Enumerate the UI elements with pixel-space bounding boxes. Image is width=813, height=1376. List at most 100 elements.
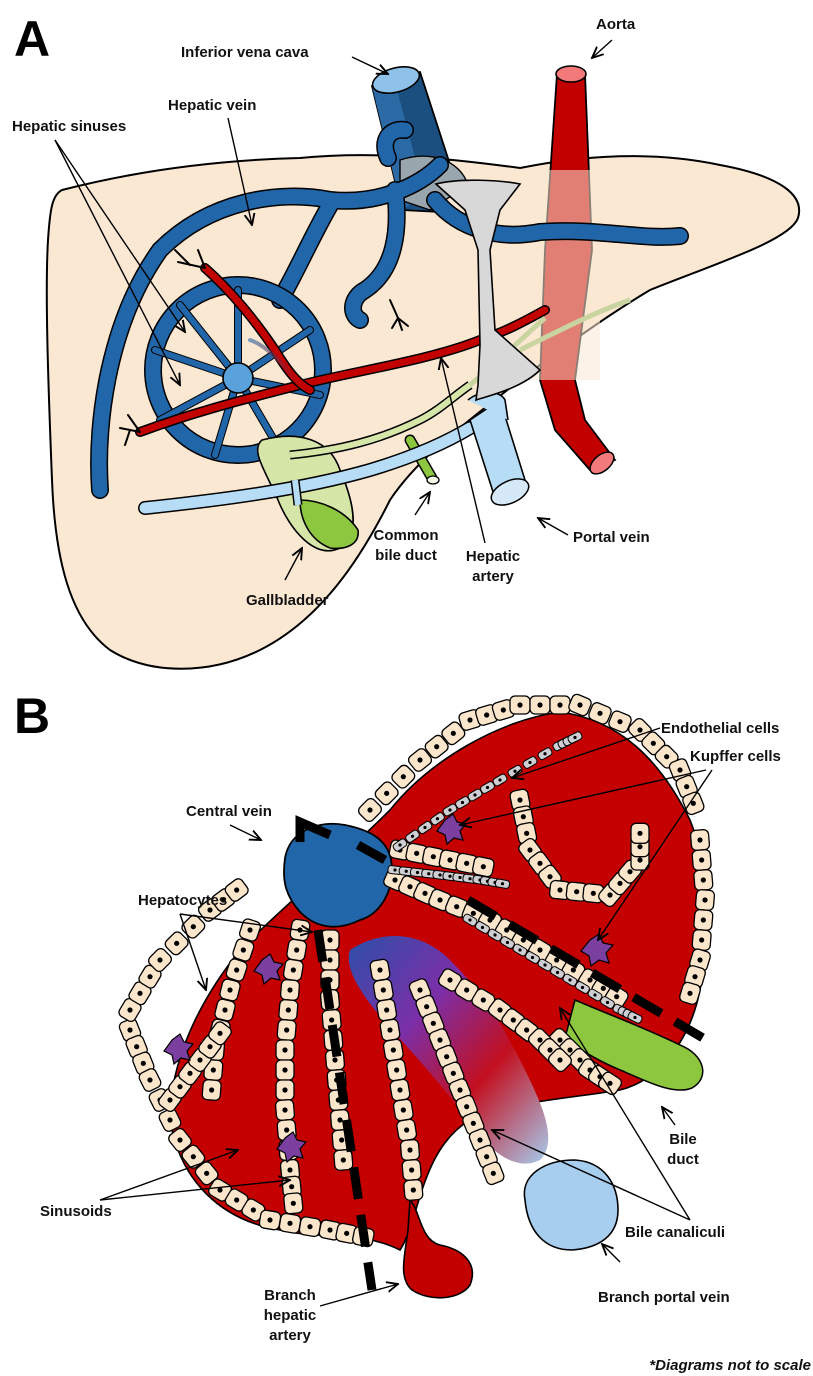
hepatocyte-nucleus — [137, 991, 142, 996]
hepatocyte-nucleus — [291, 967, 296, 972]
hepatocyte-nucleus — [329, 1017, 334, 1022]
hepatocyte-nucleus — [484, 1154, 489, 1159]
hepatocyte-nucleus — [211, 1067, 216, 1072]
hepatocyte-nucleus — [209, 1087, 214, 1092]
hepatocyte-nucleus — [537, 861, 542, 866]
label-branch-portal-vein: Branch portal vein — [598, 1289, 730, 1306]
hepatocyte-nucleus — [501, 707, 506, 712]
hepatocyte-nucleus — [404, 1127, 409, 1132]
endothelial-nucleus — [513, 770, 516, 773]
hepatocyte-nucleus — [477, 1137, 482, 1142]
hepatocyte-nucleus — [537, 1037, 542, 1042]
hepatocyte-nucleus — [251, 1207, 256, 1212]
hepatocyte-nucleus — [147, 1077, 152, 1082]
hepatocyte-nucleus — [701, 917, 706, 922]
endothelial-nucleus — [486, 786, 489, 789]
hepatocyte-nucleus — [557, 1037, 562, 1042]
hepatocyte-nucleus — [567, 1047, 572, 1052]
endothelial-nucleus — [398, 843, 401, 846]
hepatocyte-nucleus — [637, 857, 642, 862]
hepatocyte-nucleus — [307, 1224, 312, 1229]
hepatocyte-nucleus — [327, 957, 332, 962]
label-aorta: Aorta — [596, 16, 636, 33]
hepatocyte-nucleus — [327, 937, 332, 942]
hepatocyte-nucleus — [601, 986, 606, 991]
hepatocyte-nucleus — [387, 1027, 392, 1032]
hepatocyte-nucleus — [177, 1137, 182, 1142]
label-hepatic-vein: Hepatic vein — [168, 97, 256, 114]
hepatocyte-nucleus — [571, 967, 576, 972]
hepatocyte-nucleus — [282, 1047, 287, 1052]
endothelial-nucleus — [411, 835, 414, 838]
endothelial-nucleus — [405, 870, 408, 873]
hepatocyte-nucleus — [697, 957, 702, 962]
hepatocyte-nucleus — [267, 1217, 272, 1222]
label-inferior-vena-cava: Inferior vena cava — [181, 44, 309, 61]
hepatocyte-nucleus — [247, 927, 252, 932]
hepatocyte-nucleus — [204, 1171, 209, 1176]
hepatocyte-nucleus — [524, 831, 529, 836]
pointer-common-bile-duct — [415, 492, 430, 515]
hepatocyte-nucleus — [191, 924, 196, 929]
panel-a-letter: A — [14, 11, 50, 67]
endothelial-nucleus — [393, 868, 396, 871]
hepatocyte-nucleus — [527, 847, 532, 852]
hepatocyte-nucleus — [234, 887, 239, 892]
pointer-bile-duct — [662, 1107, 675, 1125]
hepatocyte-nucleus — [157, 957, 162, 962]
hepatocyte-nucleus — [577, 1057, 582, 1062]
hepatocyte-nucleus — [697, 837, 702, 842]
endothelial-nucleus — [438, 873, 441, 876]
hepatocyte-nucleus — [537, 947, 542, 952]
hepatocyte-nucleus — [377, 967, 382, 972]
endothelial-nucleus — [448, 875, 451, 878]
endothelial-nucleus — [427, 872, 430, 875]
hepatocyte-nucleus — [637, 844, 642, 849]
hepatocyte-nucleus — [597, 711, 602, 716]
hepatocyte-nucleus — [651, 741, 656, 746]
hepatocyte-nucleus — [401, 1107, 406, 1112]
hepatocyte-nucleus — [381, 987, 386, 992]
endothelial-nucleus — [481, 926, 484, 929]
label-endothelial-cells: Endothelial cells — [661, 720, 779, 737]
hepatocyte-nucleus — [167, 1097, 172, 1102]
hepatocyte-nucleus — [147, 974, 152, 979]
hepatocyte-nucleus — [627, 869, 632, 874]
hepatocyte-nucleus — [684, 784, 689, 789]
endothelial-nucleus — [606, 1001, 609, 1004]
label-bile-duct-1: Bile — [669, 1131, 697, 1148]
hepatocyte-nucleus — [464, 1104, 469, 1109]
endothelial-nucleus — [568, 978, 571, 981]
branch-portal-vein — [524, 1160, 618, 1250]
hepatocyte-nucleus — [141, 1061, 146, 1066]
hepatocyte-nucleus — [517, 797, 522, 802]
hepatocyte-nucleus — [337, 1117, 342, 1122]
hepatocyte-nucleus — [339, 1137, 344, 1142]
hepatocyte-nucleus — [677, 767, 682, 772]
panel-b: B Endothelial ce — [14, 688, 811, 1374]
endothelial-nucleus — [556, 971, 559, 974]
hepatocyte-nucleus — [471, 1121, 476, 1126]
label-gallbladder: Gallbladder — [246, 592, 329, 609]
endothelial-nucleus — [528, 761, 531, 764]
endothelial-nucleus — [448, 808, 451, 811]
hepatocyte-nucleus — [394, 1067, 399, 1072]
hepatocyte-nucleus — [234, 967, 239, 972]
hepatocyte-nucleus — [591, 891, 596, 896]
hepatocyte-nucleus — [401, 774, 406, 779]
endothelial-nucleus — [593, 993, 596, 996]
hepatocyte-nucleus — [447, 977, 452, 982]
pointer-branch-portal-vein — [602, 1244, 620, 1262]
hepatocyte-nucleus — [287, 1167, 292, 1172]
label-central-vein: Central vein — [186, 803, 272, 820]
hepatocyte-nucleus — [437, 897, 442, 902]
hepatocyte-nucleus — [521, 814, 526, 819]
hepatocyte-nucleus — [491, 1171, 496, 1176]
hepatocyte-nucleus — [511, 1017, 516, 1022]
hepatocyte-nucleus — [431, 854, 436, 859]
pointer-central-vein — [230, 825, 261, 840]
panel-a: A — [12, 11, 799, 669]
hepatocyte-nucleus — [284, 1127, 289, 1132]
branch-hepatic-artery — [404, 1200, 473, 1298]
hepatocyte-nucleus — [234, 1197, 239, 1202]
